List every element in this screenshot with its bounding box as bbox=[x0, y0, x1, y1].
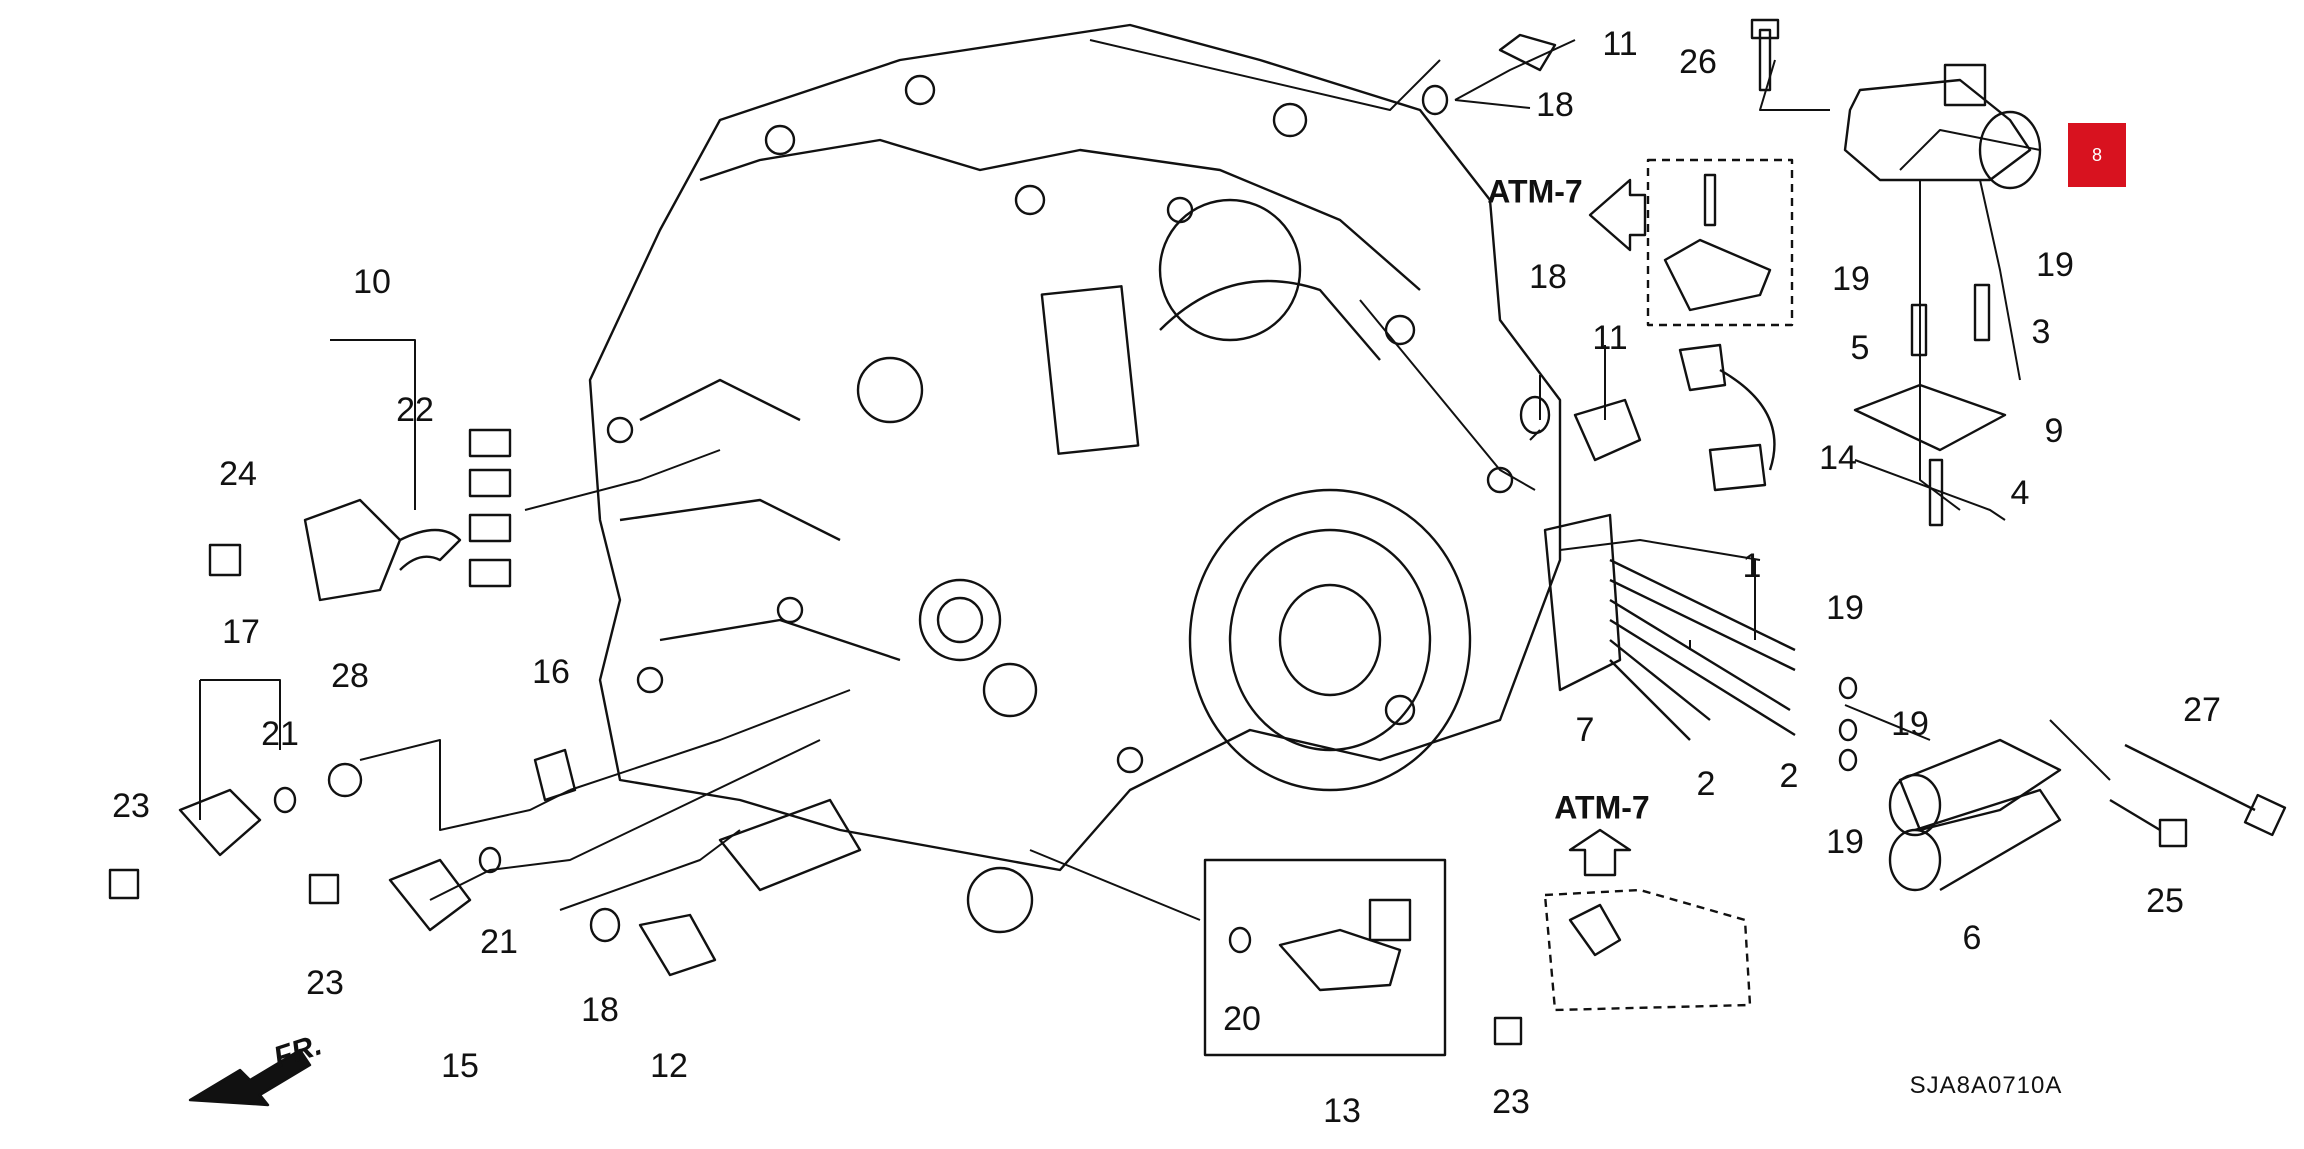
reference-label-atm7-top: ATM-7 bbox=[1487, 173, 1583, 210]
callout-18: 18 bbox=[581, 991, 619, 1029]
callout-2: 2 bbox=[1779, 757, 1799, 795]
leader-lines bbox=[199, 39, 2111, 921]
callout-20: 20 bbox=[1223, 1000, 1261, 1038]
callout-19: 19 bbox=[1826, 823, 1864, 861]
callout-19: 19 bbox=[1891, 705, 1929, 743]
callout-18: 18 bbox=[1536, 86, 1574, 124]
callout-19: 19 bbox=[2036, 246, 2074, 284]
callout-15: 15 bbox=[441, 1047, 479, 1085]
highlighted-part-8-marker[interactable]: 8 bbox=[2068, 123, 2126, 187]
callout-6: 6 bbox=[1962, 919, 1982, 957]
highlighted-part-label: 8 bbox=[2091, 144, 2102, 165]
callout-2: 2 bbox=[1696, 765, 1716, 803]
callout-21: 21 bbox=[261, 715, 299, 753]
callout-26: 26 bbox=[1679, 43, 1717, 81]
callout-28: 28 bbox=[331, 657, 369, 695]
callout-10: 10 bbox=[353, 263, 391, 301]
callout-22: 22 bbox=[396, 391, 434, 429]
transmission-housing bbox=[588, 23, 1562, 934]
callout-16: 16 bbox=[532, 653, 570, 691]
callout-23: 23 bbox=[306, 964, 344, 1002]
callout-11: 11 bbox=[1592, 319, 1628, 357]
callout-21: 21 bbox=[480, 923, 518, 961]
callout-1: 1 bbox=[1742, 547, 1762, 585]
drawing-code: SJA8A0710A bbox=[1909, 1072, 2063, 1099]
callout-4: 4 bbox=[2010, 474, 2030, 512]
callout-7: 7 bbox=[1575, 711, 1595, 749]
callout-12: 12 bbox=[650, 1047, 688, 1085]
callout-19: 19 bbox=[1832, 260, 1870, 298]
callout-24: 24 bbox=[219, 455, 257, 493]
callout-13: 13 bbox=[1323, 1092, 1361, 1130]
callout-14: 14 bbox=[1819, 439, 1857, 477]
callout-27: 27 bbox=[2183, 691, 2221, 729]
reference-label-atm7-bottom: ATM-7 bbox=[1554, 789, 1650, 826]
callout-23: 23 bbox=[112, 787, 150, 825]
callout-18: 18 bbox=[1529, 258, 1567, 296]
callout-23: 23 bbox=[1492, 1083, 1530, 1121]
callout-5: 5 bbox=[1850, 329, 1870, 367]
callout-3: 3 bbox=[2031, 313, 2051, 351]
callout-17: 17 bbox=[222, 613, 260, 651]
callout-19: 19 bbox=[1826, 589, 1864, 627]
callout-11: 11 bbox=[1602, 25, 1638, 63]
callout-25: 25 bbox=[2146, 882, 2184, 920]
part-sketches bbox=[108, 18, 2287, 1107]
callout-9: 9 bbox=[2044, 412, 2064, 450]
